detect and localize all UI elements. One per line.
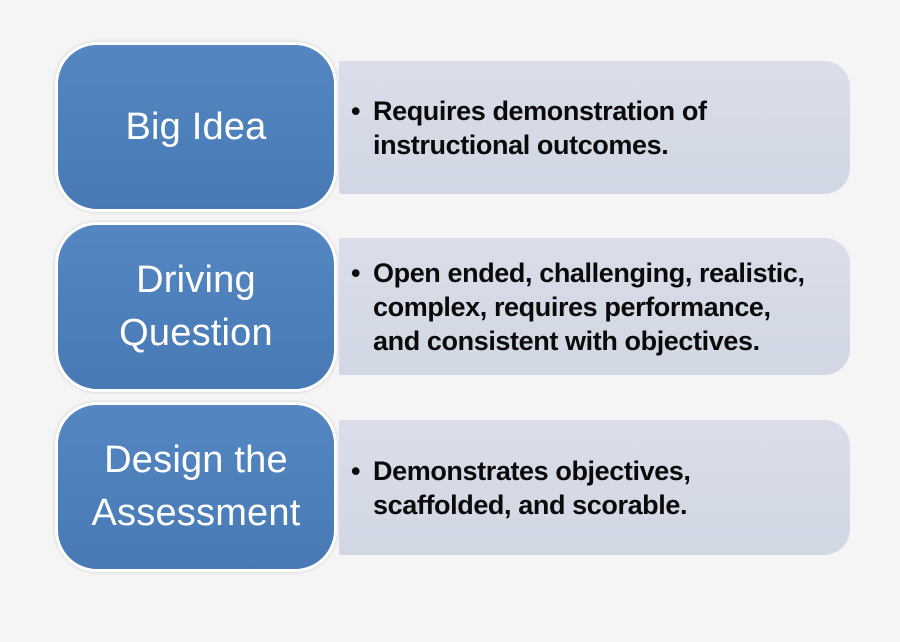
bullet-text-driving-question: Open ended, challenging, realistic, comp… [373,256,805,358]
stage-label-line: Driving [136,259,256,301]
stage-label-line: Design the [104,439,288,481]
stage-shape-design-the-assessment: Design the Assessment [55,402,337,572]
bullet-text-big-idea: Requires demonstration of instructional … [373,94,707,162]
bullet-text-line: scaffolded, and scorable. [373,489,688,520]
bullet-icon: • [351,95,361,126]
bullet-item: • Demonstrates objectives, scaffolded, a… [339,454,691,522]
bullet-text-line: Open ended, challenging, realistic, [373,257,805,288]
bullet-text-line: complex, requires performance, [373,291,771,322]
stage-label-line: Assessment [91,492,301,534]
bullet-text-design-the-assessment: Demonstrates objectives, scaffolded, and… [373,454,691,522]
bullet-item: • Open ended, challenging, realistic, co… [339,256,805,358]
stage-label-big-idea: Big Idea [125,101,266,154]
stage-shape-driving-question: Driving Question [55,222,337,392]
bullet-text-line: Demonstrates objectives, [373,455,691,486]
bullet-text-line: Requires demonstration of [373,95,707,126]
stage-label-driving-question: Driving Question [119,254,273,360]
bullet-text-line: and consistent with objectives. [373,325,760,356]
bullet-item: • Requires demonstration of instructiona… [339,94,707,162]
detail-panel-big-idea: • Requires demonstration of instructiona… [339,61,850,194]
bullet-icon: • [351,455,361,486]
stage-shape-big-idea: Big Idea [55,42,337,212]
stage-label-line: Question [119,312,273,354]
bullet-text-line: instructional outcomes. [373,129,669,160]
bullet-icon: • [351,257,361,288]
stage-label-design-the-assessment: Design the Assessment [92,434,301,540]
detail-panel-driving-question: • Open ended, challenging, realistic, co… [339,238,850,375]
stage-label-line: Big Idea [125,105,267,148]
detail-panel-design-the-assessment: • Demonstrates objectives, scaffolded, a… [339,420,850,555]
